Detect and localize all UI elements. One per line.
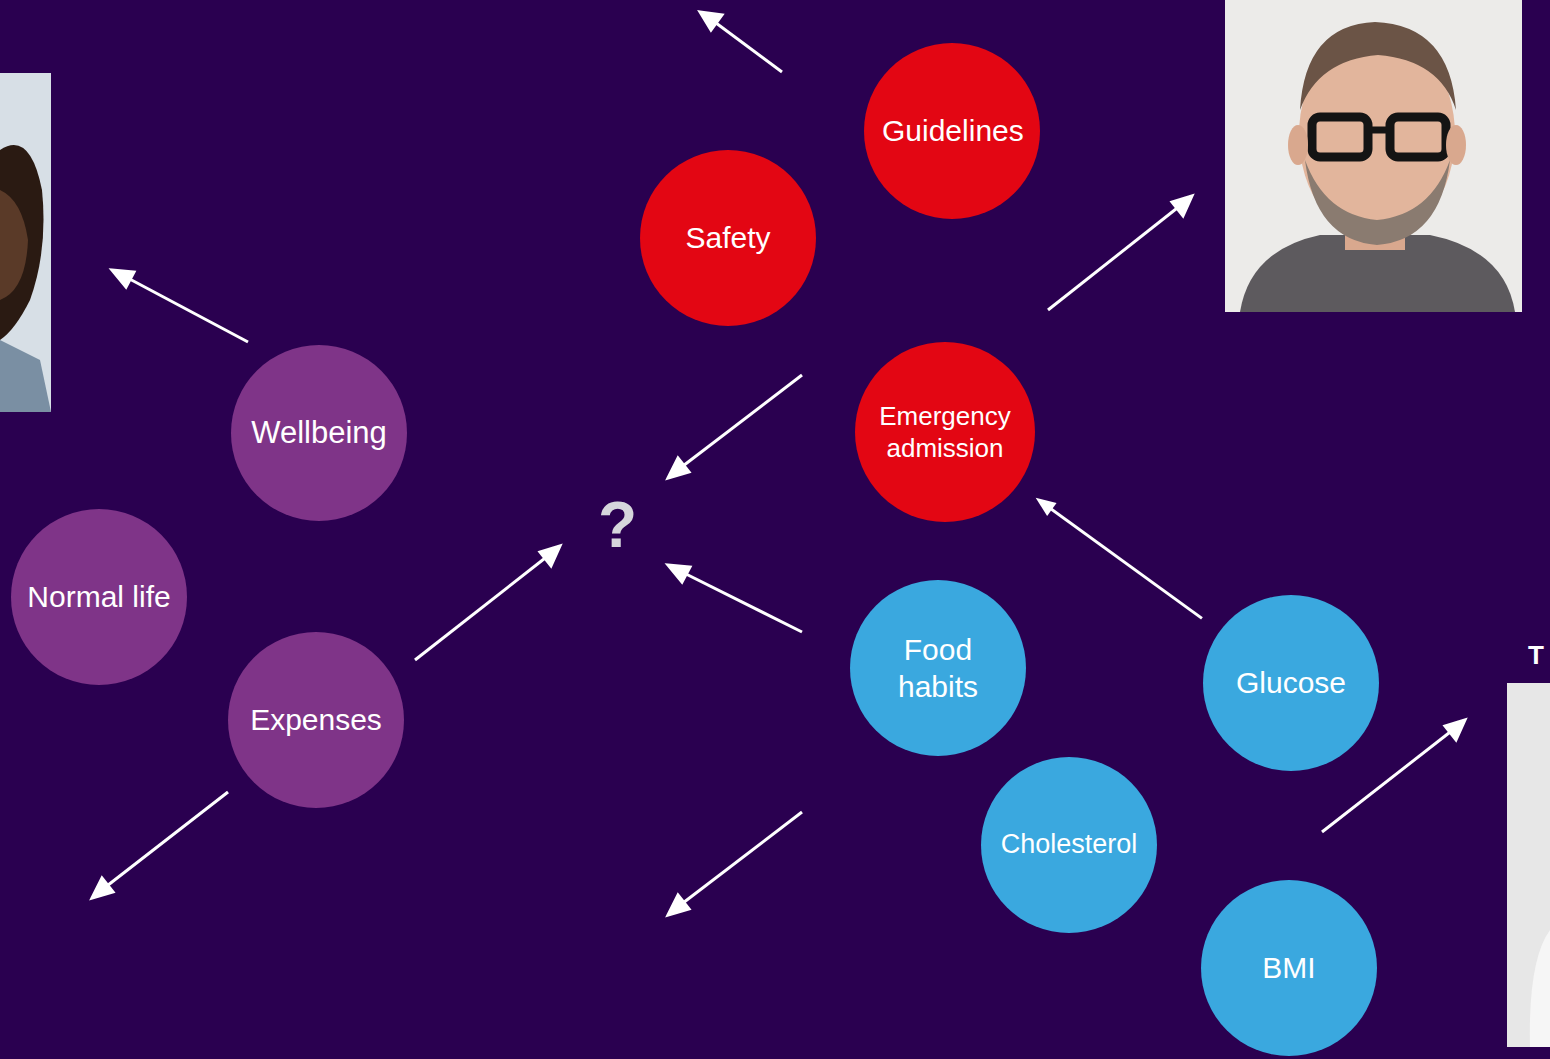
- man-photo: [1225, 0, 1522, 312]
- circle-node: BMI: [1201, 880, 1377, 1056]
- node-label: Safety: [685, 219, 770, 257]
- circle-node: Safety: [640, 150, 816, 326]
- question-mark: ?: [598, 488, 637, 562]
- person-photo: [1507, 683, 1550, 1047]
- circle-node: Glucose: [1203, 595, 1379, 771]
- node-label: Emergency admission: [870, 400, 1020, 465]
- node-label: Expenses: [250, 701, 382, 739]
- circle-node: Wellbeing: [231, 345, 407, 521]
- heading-fragment: T: [1528, 640, 1544, 671]
- connector-arrow: [1036, 498, 1202, 619]
- node-label: Wellbeing: [251, 414, 387, 453]
- node-label: Food habits: [878, 631, 998, 706]
- circle-node: Guidelines: [864, 43, 1040, 219]
- circle-node: Cholesterol: [981, 757, 1157, 933]
- node-label: Glucose: [1236, 664, 1346, 702]
- circle-node: Normal life: [11, 509, 187, 685]
- node-label: Guidelines: [882, 112, 1022, 150]
- circle-node: Food habits: [850, 580, 1026, 756]
- circle-node: Expenses: [228, 632, 404, 808]
- person-photo: [0, 73, 51, 412]
- node-label: Cholesterol: [1001, 828, 1138, 862]
- node-label: BMI: [1262, 949, 1315, 987]
- arrows: [92, 12, 1465, 915]
- node-label: Normal life: [27, 578, 170, 616]
- circle-shape: [855, 342, 1035, 522]
- circle-shape: [850, 580, 1026, 756]
- circle-node: Emergency admission: [855, 342, 1035, 522]
